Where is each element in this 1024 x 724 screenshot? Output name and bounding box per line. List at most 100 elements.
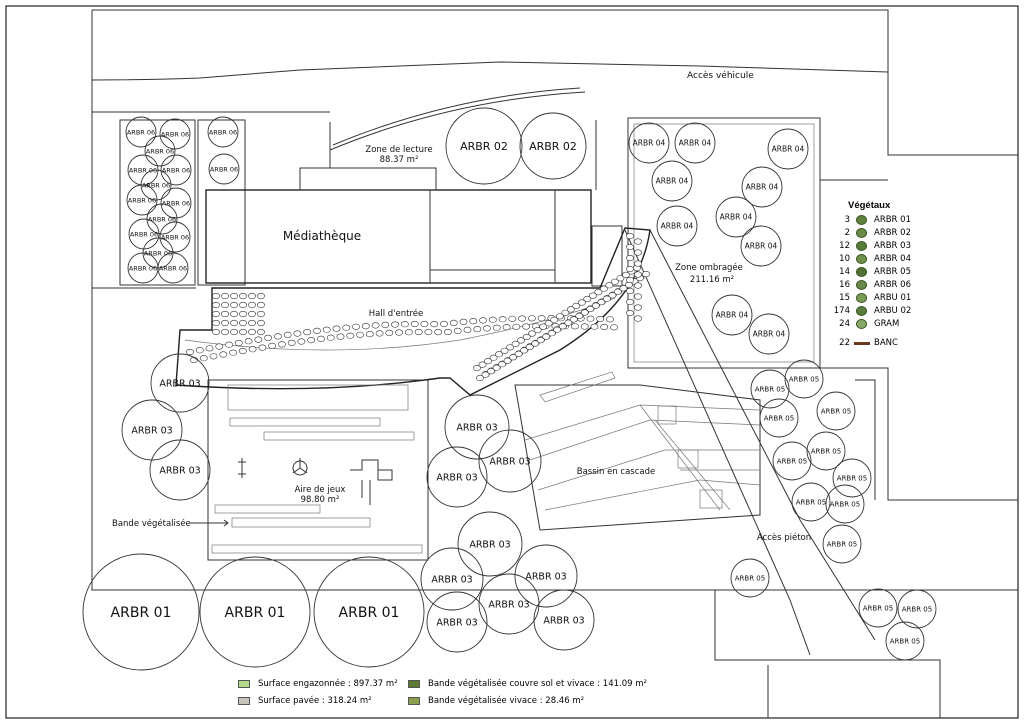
tree-canopy-arbr06 xyxy=(208,153,240,185)
shrub-symbol xyxy=(536,337,545,344)
shrub-symbol xyxy=(195,347,204,354)
shrub-symbol xyxy=(244,338,253,345)
shrub-symbol xyxy=(219,351,228,358)
surface-label: Bande végétalisée couvre sol et vivace :… xyxy=(428,679,647,689)
tree-label-arbr03: ARBR 03 xyxy=(436,617,477,628)
tree-label-arbr06: ARBR 06 xyxy=(144,249,172,257)
right-wall xyxy=(855,379,876,500)
tree-canopy-arbr06 xyxy=(159,221,191,253)
plant-symbol-icon xyxy=(856,215,867,225)
tree-canopy-arbr03 xyxy=(457,511,523,577)
tree-label-arbr03: ARBR 03 xyxy=(488,599,529,610)
tree-label-arbr02: ARBR 02 xyxy=(529,140,577,153)
shrub-symbol xyxy=(600,285,608,292)
shrub-symbol xyxy=(569,316,578,323)
tree-canopy-arbr01 xyxy=(82,553,200,671)
shrub-symbol xyxy=(221,292,229,300)
banc-name: BANC xyxy=(874,338,898,348)
shrub-symbol xyxy=(531,340,540,347)
surface-swatch xyxy=(408,697,420,705)
tree-canopy-arbr05 xyxy=(885,621,925,661)
vegetaux-name: ARBR 05 xyxy=(874,267,911,277)
bench-icon xyxy=(854,342,870,345)
tree-label-arbr04: ARBR 04 xyxy=(772,145,805,154)
shrub-symbol xyxy=(430,321,439,328)
shrub-symbol xyxy=(229,349,237,356)
tree-canopy-arbr03 xyxy=(478,429,542,493)
surface-swatch xyxy=(238,680,250,688)
shrub-symbol xyxy=(257,310,265,318)
shrub-symbol xyxy=(209,353,218,360)
vegetaux-count: 174 xyxy=(833,306,850,316)
tree-canopy-arbr05 xyxy=(759,398,799,438)
shrub-symbol xyxy=(502,324,511,331)
shrub-symbol xyxy=(381,321,390,329)
plant-symbol-icon xyxy=(856,228,867,238)
vegetaux-count: 24 xyxy=(839,319,850,329)
shrub-symbol xyxy=(616,275,625,282)
tree-label-arbr06: ARBR 06 xyxy=(162,199,190,207)
tree-label-arbr03: ARBR 03 xyxy=(131,425,172,436)
shrub-symbol xyxy=(434,329,443,336)
pedestrian-access-label: Accès piéton xyxy=(757,532,811,543)
tree-canopy-arbr05 xyxy=(791,482,831,522)
shrub-symbol xyxy=(322,326,331,333)
shrub-symbol xyxy=(498,316,507,323)
tree-canopy-arbr03 xyxy=(149,439,211,501)
shrub-symbol xyxy=(489,354,498,361)
shrub-symbol xyxy=(642,270,650,278)
shrub-symbol xyxy=(356,331,364,338)
shaded-zone-label: Zone ombragée xyxy=(675,262,743,273)
tree-label-arbr06: ARBR 06 xyxy=(210,165,238,173)
tree-label-arbr06: ARBR 06 xyxy=(128,196,156,204)
shrub-symbol xyxy=(453,327,462,335)
tree-label-arbr04: ARBR 04 xyxy=(720,213,753,222)
shrub-symbol xyxy=(610,324,618,331)
tree-label-arbr04: ARBR 04 xyxy=(656,177,689,186)
shrub-symbol xyxy=(332,325,341,332)
shrub-symbol xyxy=(511,340,520,348)
shrub-symbol xyxy=(212,310,220,318)
shrub-symbol xyxy=(473,364,481,372)
shrub-symbol xyxy=(234,339,243,347)
tree-canopy-arbr05 xyxy=(832,458,872,498)
shrub-symbol xyxy=(555,313,564,320)
tree-label-arbr03: ARBR 03 xyxy=(159,465,200,476)
tree-label-arbr04: ARBR 04 xyxy=(661,222,694,231)
shrub-symbol xyxy=(257,328,265,336)
shrub-symbol xyxy=(400,321,409,328)
tree-canopy-arbr06 xyxy=(160,187,192,219)
shrub-symbol xyxy=(580,323,589,330)
shrub-symbol xyxy=(248,346,257,353)
tree-canopy-arbr05 xyxy=(897,589,937,629)
plant-symbol-icon xyxy=(856,241,867,251)
shrub-symbol xyxy=(478,361,487,368)
vegetaux-name: ARBR 01 xyxy=(874,215,911,225)
tree-label-arbr03: ARBR 03 xyxy=(469,539,510,550)
tree-label-arbr03: ARBR 03 xyxy=(431,574,472,585)
tree-canopy-arbr05 xyxy=(784,359,824,399)
right-boundary xyxy=(820,367,1018,501)
tree-canopy-arbr02 xyxy=(519,112,587,180)
surface-label: Surface pavée : 318.24 m² xyxy=(258,696,372,706)
shrub-symbol xyxy=(225,341,233,348)
shrub-symbol xyxy=(303,329,312,336)
tree-canopy-arbr06 xyxy=(128,218,160,250)
shrub-symbol xyxy=(583,295,592,303)
shrub-symbol xyxy=(520,347,528,354)
vehicle-access-zone: Accès véhicule xyxy=(91,9,1018,156)
vegetaux-count: 10 xyxy=(839,254,850,264)
shrub-symbol xyxy=(622,271,630,279)
shrub-symbol xyxy=(420,320,429,328)
shrub-symbol xyxy=(473,326,482,333)
surface-swatch xyxy=(238,697,250,705)
shrub-symbol xyxy=(577,299,586,306)
shrub-symbol xyxy=(212,319,220,327)
shrub-symbol xyxy=(550,316,559,323)
shrub-symbol xyxy=(440,320,448,328)
tree-label-arbr04: ARBR 04 xyxy=(679,139,712,148)
